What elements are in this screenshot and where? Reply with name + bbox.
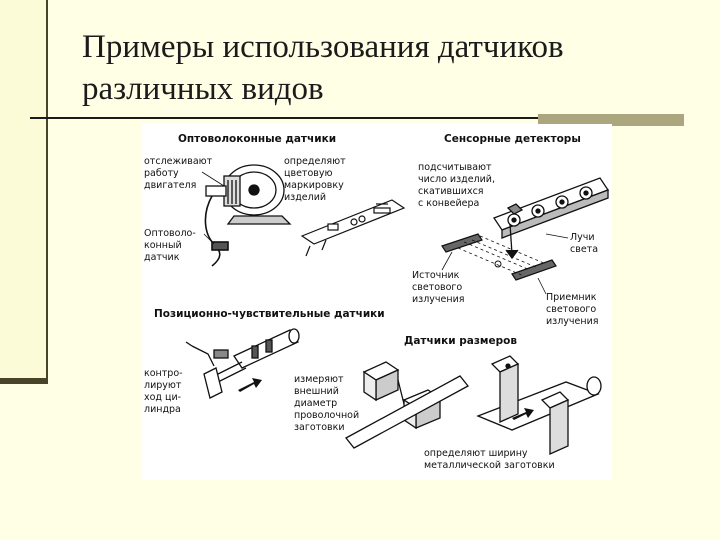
label-count-line-4: с конвейера [418,198,479,209]
left-decor-line [46,0,48,384]
label-count-line-1: подсчитывают [418,162,492,173]
label-count-line-2: число изделий, [418,174,495,185]
sheet-motion-arrow [512,408,534,420]
caption-position-sensors: Позиционно-чувствительные датчики [154,308,385,320]
sheet-width-illustration [476,355,602,456]
caption-size-sensors: Датчики размеров [404,335,517,347]
label-fiber-line-3: датчик [144,252,180,263]
label-motor-line-2: работу [144,168,179,179]
label-light-receiver: Приемник светового излучения [546,292,600,327]
slide-title: Примеры использования датчиков различных… [82,26,682,110]
falling-item [494,260,502,268]
beams-label-line [545,233,569,239]
label-source-line-1: Источник [412,270,460,281]
label-color-line-1: определяют [284,156,346,167]
light-source-emitter [441,233,483,253]
label-fiber-sensor: Оптоволо- конный датчик [144,228,199,263]
label-color-line-2: цветовую [284,168,332,179]
slide-title-line-2: различных видов [82,71,324,107]
label-color-line-4: изделий [284,192,326,203]
label-color-line-3: маркировку [284,180,344,191]
label-motor-monitoring: отслеживают работу двигателя [144,156,215,191]
conveyor-illustration [493,177,609,260]
motor-illustration [205,164,292,225]
label-source-line-3: излучения [412,294,464,305]
label-fiber-line-2: конный [144,240,182,251]
figure-illustration: Оптоволоконные датчики Сенсорные детекто… [144,133,609,471]
caption-sensor-detectors: Сенсорные детекторы [444,133,581,145]
label-motor-line-1: отслеживают [144,156,213,167]
label-fiber-line-1: Оптоволо- [144,228,196,239]
label-wire-line-4: проволочной [294,410,359,421]
label-sheet-line-2: металлической заготовки [424,460,555,471]
proximity-sensor-probe [185,341,229,367]
label-cylinder-line-2: лируют [144,380,182,391]
label-motor-line-3: двигателя [144,180,196,191]
label-receiver-line-3: излучения [546,316,598,327]
label-color-marking: определяют цветовую маркировку изделий [284,156,349,203]
label-cylinder-line-4: линдра [144,404,181,415]
cylinder-illustration [203,328,300,399]
label-sheet-line-1: определяют ширину [424,448,528,459]
wire-gauge-illustration [345,361,469,449]
label-beams-line-1: Лучи [570,232,595,243]
motion-arrow [238,378,262,392]
title-accent-block [538,114,684,126]
source-label-line [441,251,453,271]
label-source-line-2: светового [412,282,462,293]
label-count-items: подсчитывают число изделий, скатившихся … [418,162,498,209]
label-wire-line-2: внешний [294,386,339,397]
label-cylinder-line-1: контро- [144,368,183,379]
label-sheet-width: определяют ширину металлической заготовк… [424,448,555,471]
sensor-examples-figure: Оптоволоконные датчики Сенсорные детекто… [142,124,612,480]
left-decor-foot [0,378,48,384]
left-decor-bar [0,0,46,384]
label-cylinder-line-3: ход ци- [144,392,181,403]
receiver-label-line [537,277,547,295]
light-receiver [511,259,557,281]
label-wire-line-3: диаметр [294,398,337,409]
label-beams-line-2: света [570,244,598,255]
label-receiver-line-2: светового [546,304,596,315]
label-wire-diameter: измеряют внешний диаметр проволочной заг… [294,374,362,433]
label-wire-line-5: заготовки [294,422,345,433]
label-cylinder-stroke: контро- лируют ход ци- линдра [144,368,186,415]
fiber-label-lines [201,171,225,245]
label-count-line-3: скатившихся [418,186,484,197]
color-marking-strip [300,199,406,257]
label-receiver-line-1: Приемник [546,292,597,303]
label-wire-line-1: измеряют [294,374,344,385]
label-light-beams: Лучи света [570,232,598,255]
label-light-source: Источник светового излучения [412,270,465,305]
slide-title-line-1: Примеры использования датчиков [82,29,564,65]
title-underline [30,117,638,119]
caption-fiber-sensors: Оптоволоконные датчики [178,133,336,145]
